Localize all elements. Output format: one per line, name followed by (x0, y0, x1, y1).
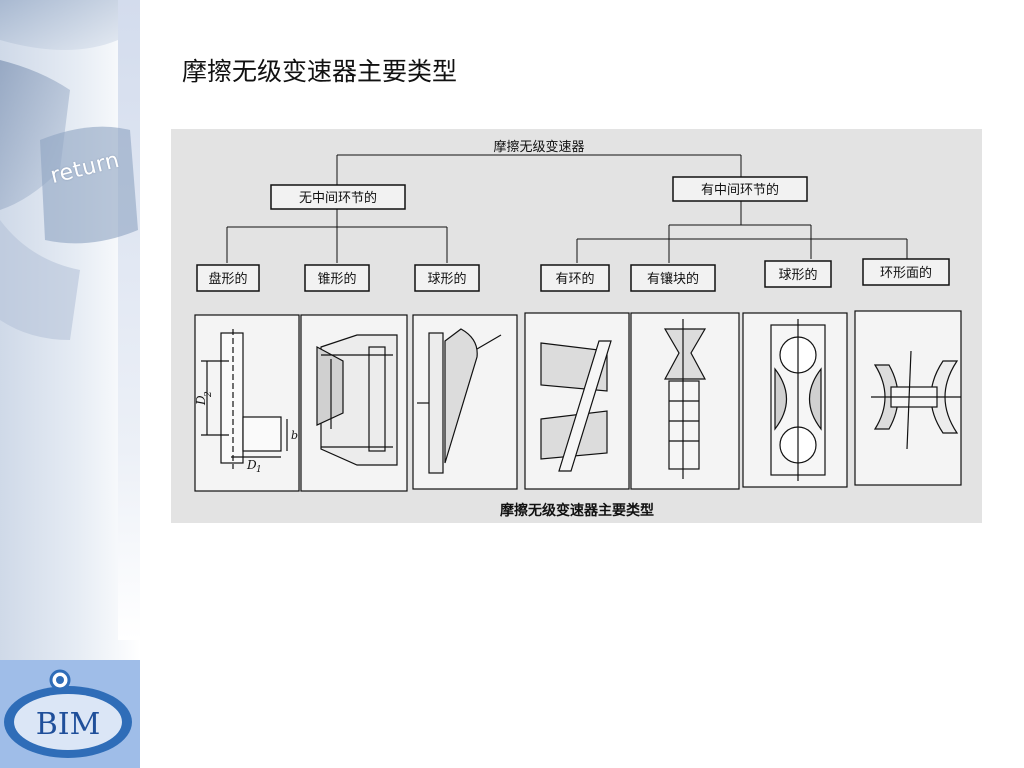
right-branch-box: 有中间环节的 (672, 176, 808, 202)
dimension-d2-sub: 2 (204, 391, 214, 398)
child-label-insert: 有镶块的 (647, 271, 699, 287)
toroidal-drawing (871, 350, 961, 450)
insert-drawing (663, 319, 707, 479)
classification-diagram: 摩擦无级变速器 无中间环节的 有中间环节的 盘形的 锥形的 球形的 有环的 有镶… (171, 129, 982, 523)
right-branch-label: 有中间环节的 (701, 182, 779, 198)
diagram-caption: 摩擦无级变速器主要类型 (500, 502, 654, 519)
child-label-ring: 有环的 (555, 271, 594, 287)
cone-drawing (316, 334, 398, 466)
child-box-toroidal: 环形面的 (862, 258, 950, 286)
child-box-cone: 锥形的 (304, 264, 370, 292)
tree-connectors (226, 154, 908, 263)
child-box-ball-right: 球形的 (764, 260, 832, 288)
left-branch-box: 无中间环节的 (270, 184, 406, 210)
bim-logo: BIM (0, 660, 140, 768)
illustration-panel-disk (194, 314, 300, 492)
dimension-b: b (291, 429, 298, 442)
logo-text: BIM (36, 707, 101, 742)
child-box-insert: 有镶块的 (630, 264, 716, 292)
child-label-cone: 锥形的 (317, 271, 356, 287)
ring-drawing (540, 340, 612, 472)
dimension-d2: D (194, 395, 208, 406)
dimension-d1-sub: 1 (256, 465, 262, 475)
left-branch-label: 无中间环节的 (299, 190, 377, 206)
sidebar-decoration: return (0, 0, 140, 768)
child-box-disk: 盘形的 (196, 264, 260, 292)
child-label-toroidal: 环形面的 (880, 265, 932, 281)
illustration-panel-ring (524, 312, 630, 490)
ball-left-drawing (417, 328, 502, 474)
disk-drawing (201, 329, 288, 469)
ball-right-drawing (770, 319, 826, 481)
child-label-disk: 盘形的 (208, 271, 247, 287)
root-label: 摩擦无级变速器 (493, 139, 584, 155)
child-label-ball-left: 球形的 (427, 271, 466, 287)
child-box-ball-left: 球形的 (414, 264, 480, 292)
dimension-d1: D (246, 458, 257, 472)
keyboard-key-art (0, 0, 138, 340)
child-label-ball-right: 球形的 (778, 267, 817, 283)
slide-title: 摩擦无级变速器主要类型 (182, 57, 458, 86)
child-box-ring: 有环的 (540, 264, 610, 292)
